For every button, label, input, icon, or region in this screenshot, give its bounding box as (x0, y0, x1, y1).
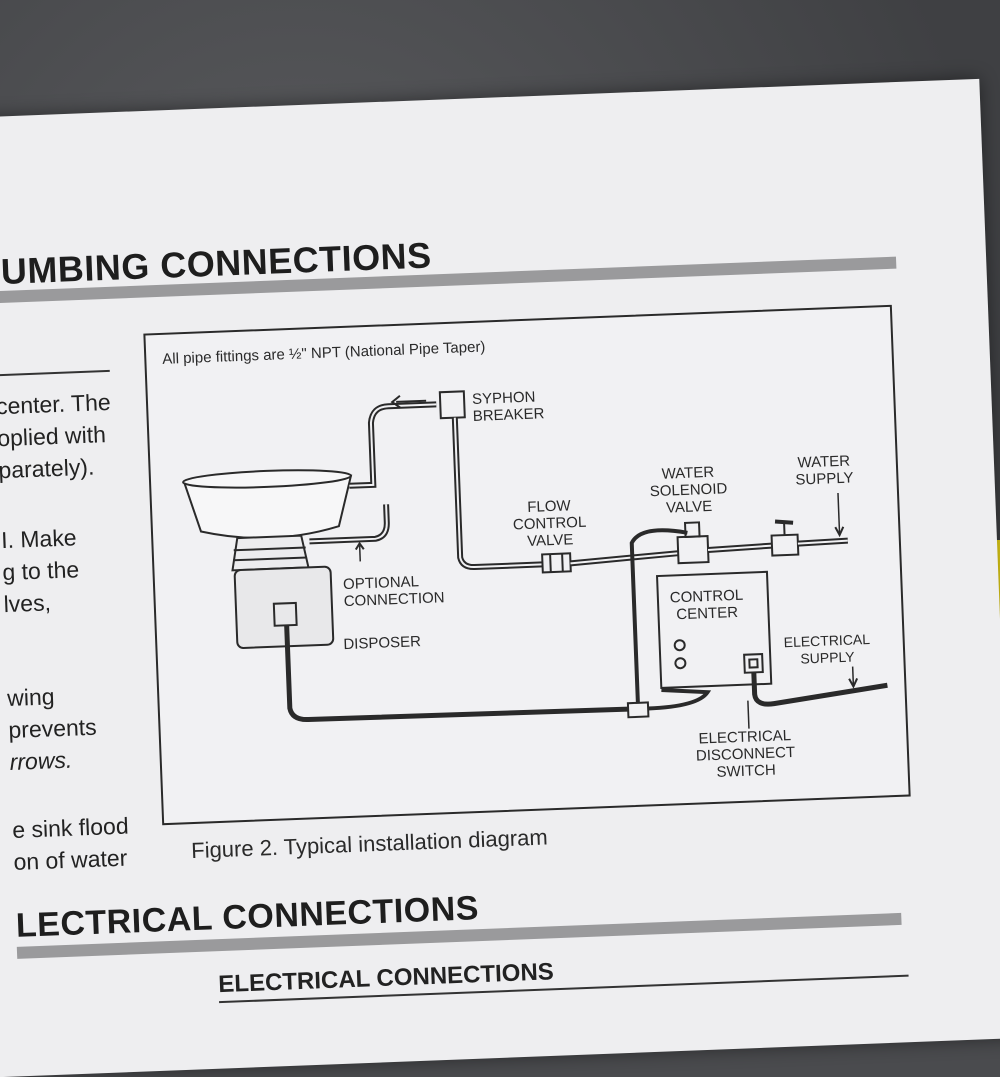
label-optional-connection: OPTIONAL CONNECTION (343, 572, 445, 610)
electrical-supply-wire (754, 667, 888, 704)
syphon-pipe-outer (346, 404, 439, 485)
label-disposer: DISPOSER (343, 633, 421, 653)
flow-control-valve-body (542, 553, 571, 572)
solenoid-valve (678, 536, 709, 563)
label-syphon-breaker: SYPHON BREAKER (472, 388, 545, 425)
label-electrical-disconnect-switch: ELECTRICAL DISCONNECT SWITCH (695, 727, 796, 782)
document-content: UMBING CONNECTIONS center. The oplied wi… (0, 0, 1000, 1019)
disposer-neck (231, 535, 308, 570)
syphon-breaker (440, 391, 465, 418)
label-water-supply: WATER SUPPLY (794, 452, 853, 488)
label-control-center: CONTROL CENTER (670, 587, 745, 624)
disposer-cord (287, 612, 638, 722)
installation-diagram (0, 0, 1000, 1019)
label-water-solenoid-valve: WATER SOLENOID VALVE (649, 463, 728, 517)
label-flow-control-valve: FLOW CONTROL VALVE (512, 497, 587, 551)
disposer-body (235, 567, 334, 649)
label-electrical-supply: ELECTRICAL SUPPLY (783, 631, 871, 668)
shutoff-valve (772, 535, 799, 556)
